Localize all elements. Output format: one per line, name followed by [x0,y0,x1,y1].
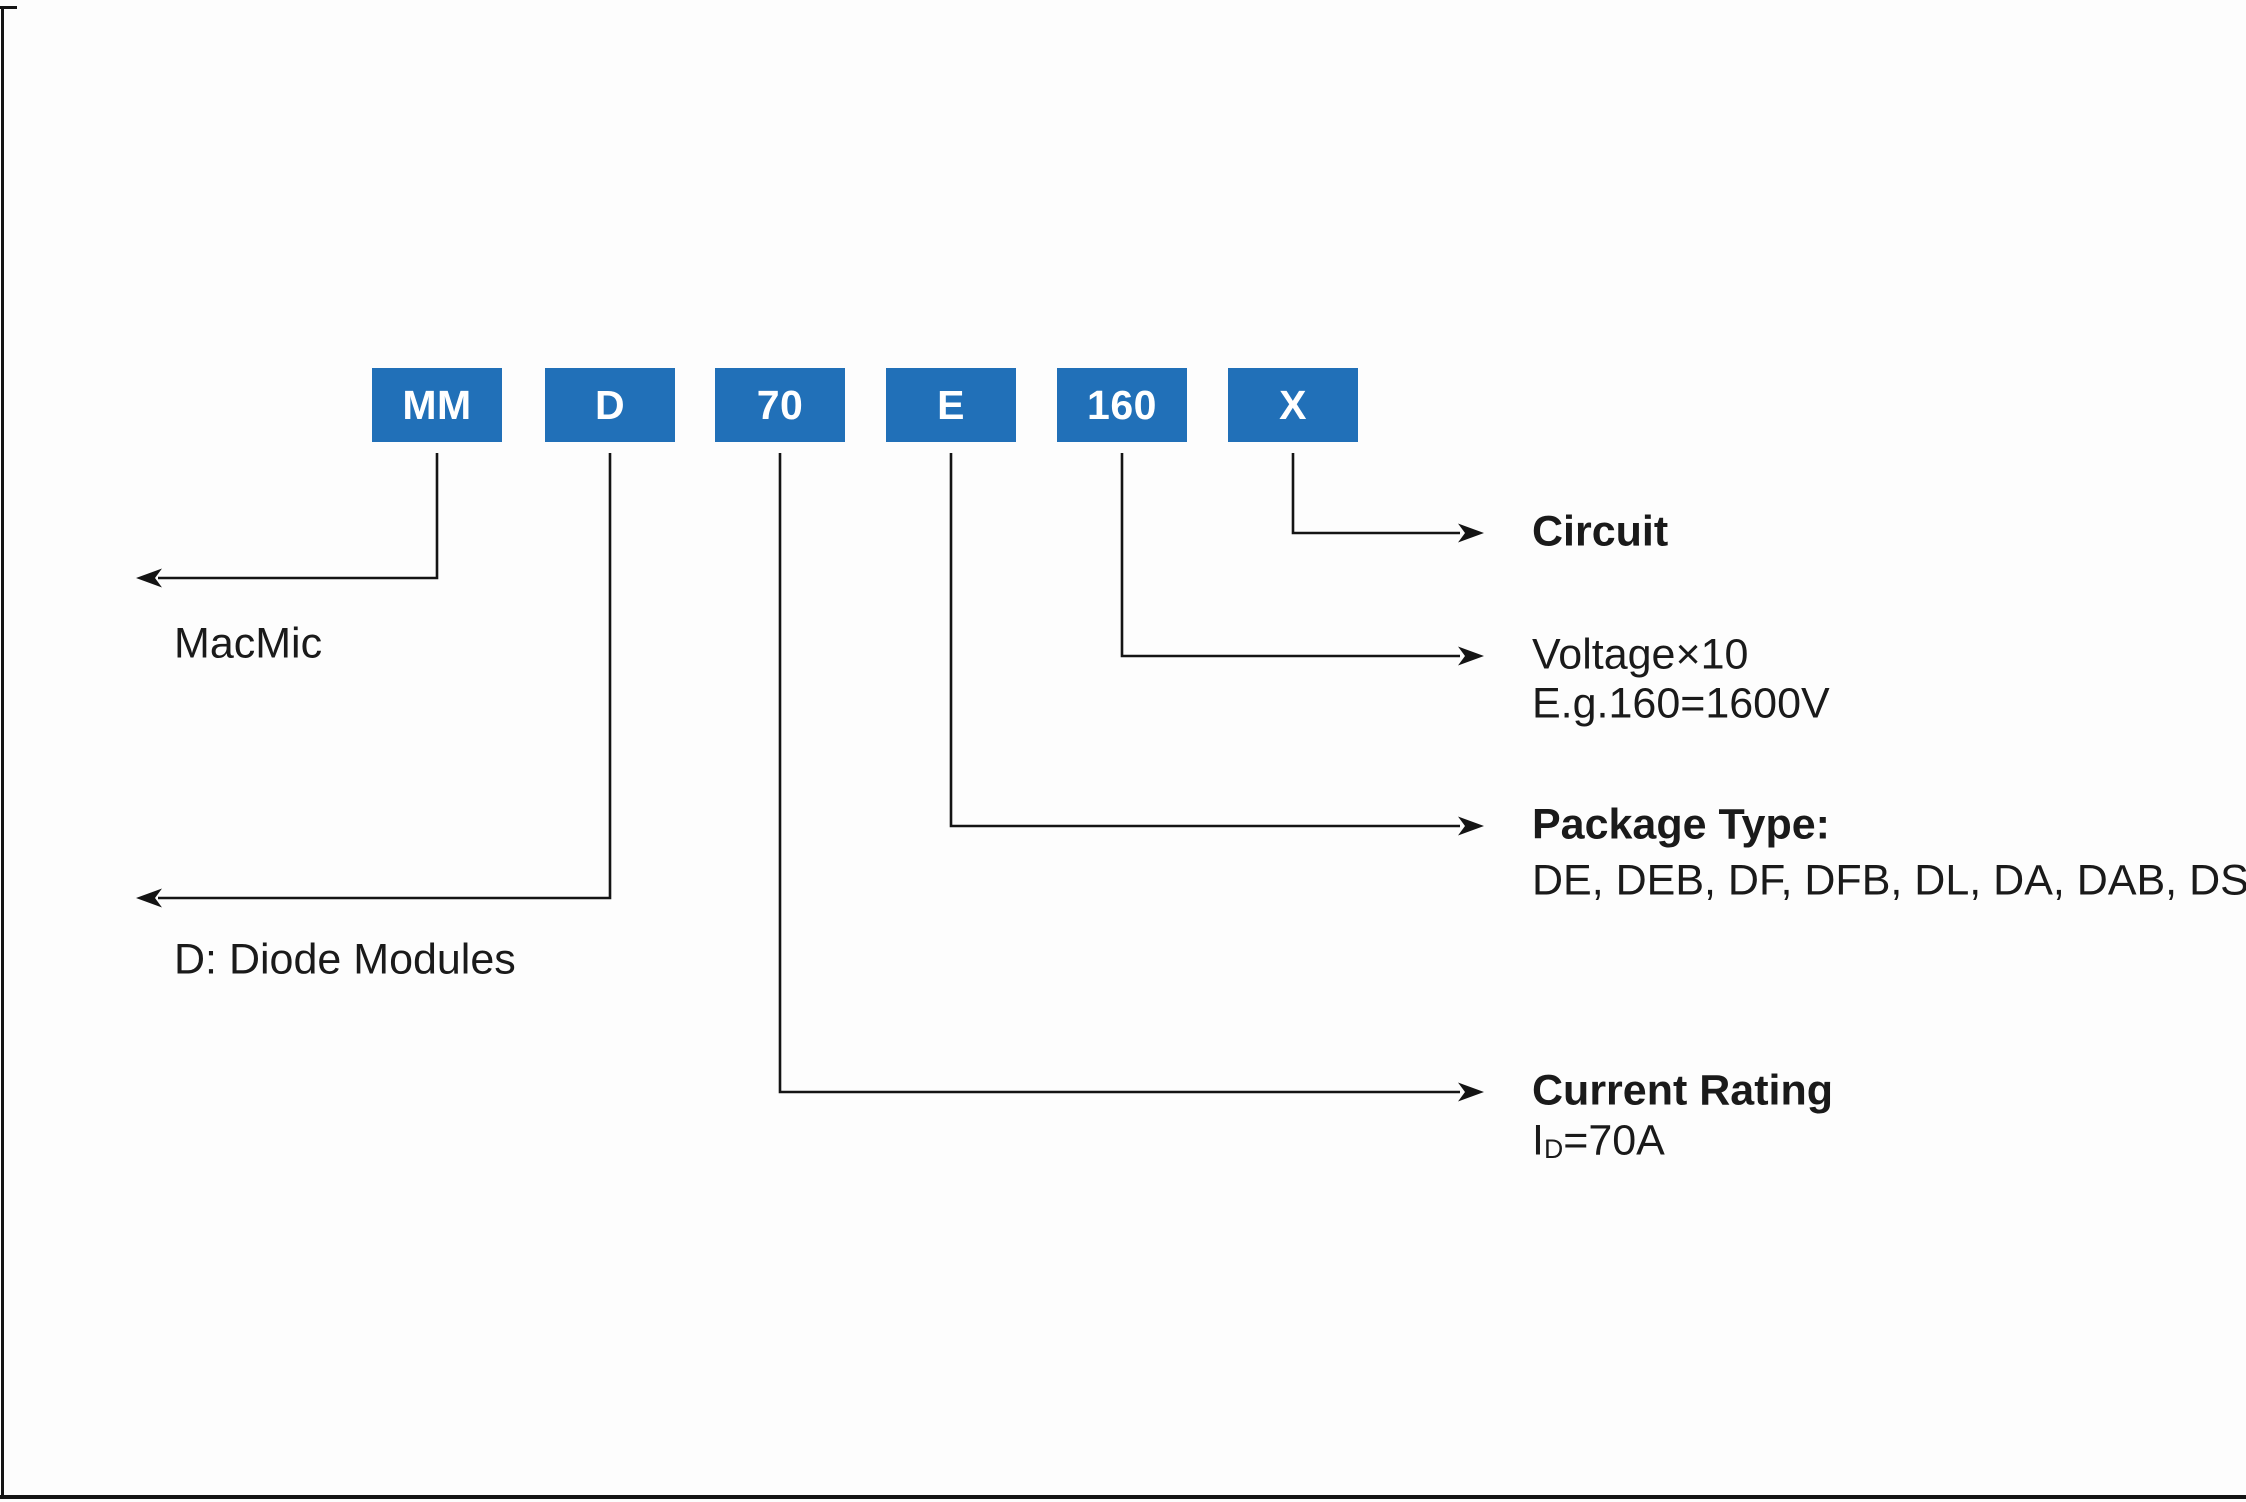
arrowhead-d-left [136,888,162,908]
current-subscript: D [1543,1133,1564,1164]
current-symbol: I [1532,1116,1544,1165]
part-code-box-mm: MM [372,368,502,442]
part-code-box-70: 70 [715,368,845,442]
current-value-text: =70A [1563,1116,1665,1165]
arrowhead-70-right [1458,1082,1484,1102]
left-border-line [1,6,4,1498]
part-code-box-160: 160 [1057,368,1187,442]
label-diode-modules: D: Diode Modules [174,935,516,984]
arrowhead-160-right [1458,646,1484,666]
part-code-box-d: D [545,368,675,442]
wire-160 [1120,453,1460,658]
arrowhead-mm-left [136,568,162,588]
top-left-notch [0,6,17,9]
part-code-box-x: X [1228,368,1358,442]
label-current-value: ID=70A [1532,1116,1665,1165]
arrowhead-x-right [1458,523,1484,543]
part-code-box-e: E [886,368,1016,442]
wire-mm [158,453,439,580]
wire-70 [778,453,1460,1094]
label-circuit: Circuit [1532,507,1669,556]
label-macmic: MacMic [174,619,323,668]
label-voltage: Voltage×10 [1532,630,1749,679]
wire-d [158,453,612,900]
label-voltage-example: E.g.160=1600V [1532,679,1830,728]
label-current-rating: Current Rating [1532,1066,1833,1115]
wire-x [1291,453,1460,535]
wire-e [949,453,1460,828]
label-package-type: Package Type: [1532,800,1830,849]
label-package-options: DE, DEB, DF, DFB, DL, DA, DAB, DS [1532,856,2246,905]
bottom-border-line [0,1495,2246,1499]
arrowhead-e-right [1458,816,1484,836]
